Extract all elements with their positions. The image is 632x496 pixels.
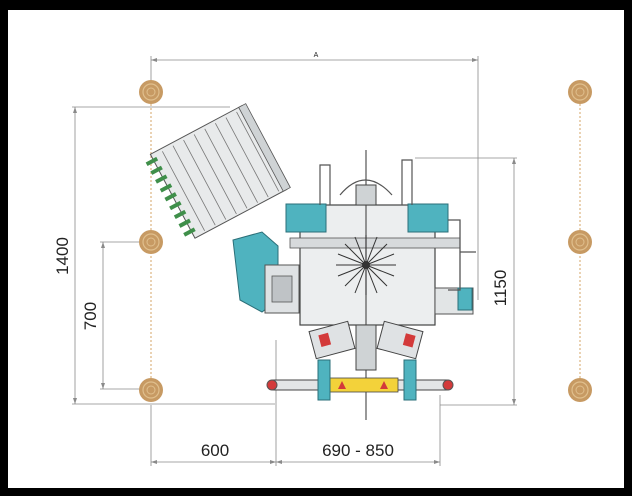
tree-trunk-icon <box>568 80 592 104</box>
machine-upper-frame <box>407 203 449 233</box>
machine-top-view <box>145 103 476 420</box>
tree-trunk-icon <box>139 378 163 402</box>
machine-left-bracket-inner <box>271 275 293 303</box>
arrow-600-right <box>270 460 276 464</box>
warning-triangle-icon <box>380 381 388 389</box>
arrow-1400-top <box>73 107 77 113</box>
arrow-700-top <box>101 242 105 248</box>
dim-label-600: 600 <box>201 441 229 460</box>
dimension-lines <box>72 56 517 466</box>
dim-label-700: 700 <box>81 302 100 330</box>
arrow-700-bottom <box>101 383 105 389</box>
machine-lower-gearbox-right <box>376 320 424 360</box>
machine-right-handle <box>448 219 476 291</box>
machine-right-arm-tab <box>457 287 473 311</box>
tree-trunk-icon <box>568 230 592 254</box>
arrow-top-right <box>472 58 478 62</box>
machine-rotor-hub <box>362 261 370 269</box>
arrow-top-left <box>151 58 157 62</box>
machine-hitch-arm <box>403 359 417 401</box>
dim-label-a: A <box>314 52 319 59</box>
machine-lower-gearbox-left <box>308 320 356 360</box>
dimension-arrows <box>73 58 516 464</box>
arrow-1150-top <box>512 158 516 164</box>
arrow-1150-bottom <box>512 399 516 405</box>
machine-tilted-head <box>145 103 291 239</box>
tree-trunk-icon <box>139 230 163 254</box>
arrow-600-left <box>151 460 157 464</box>
arrow-1400-bottom <box>73 398 77 404</box>
arrow-690-left <box>276 460 282 464</box>
dim-label-690-850: 690 - 850 <box>322 441 394 460</box>
arrow-690-right <box>434 460 440 464</box>
machine-top-cap <box>355 184 377 206</box>
warning-triangle-icon <box>338 381 346 389</box>
machine-rotor <box>336 235 396 295</box>
tree-trunk-icon <box>568 378 592 402</box>
hitch-pin-right <box>442 379 454 391</box>
dim-label-1400: 1400 <box>53 237 72 275</box>
tree-trunks <box>139 80 592 402</box>
dim-label-1150: 1150 <box>491 270 510 307</box>
tree-trunk-icon <box>139 80 163 104</box>
machine-center-column <box>355 324 377 371</box>
hitch-pin-left <box>266 379 278 391</box>
machine-hitch-arm <box>317 359 331 401</box>
machine-warning-plate <box>327 377 399 393</box>
machine-upper-frame <box>285 203 327 233</box>
